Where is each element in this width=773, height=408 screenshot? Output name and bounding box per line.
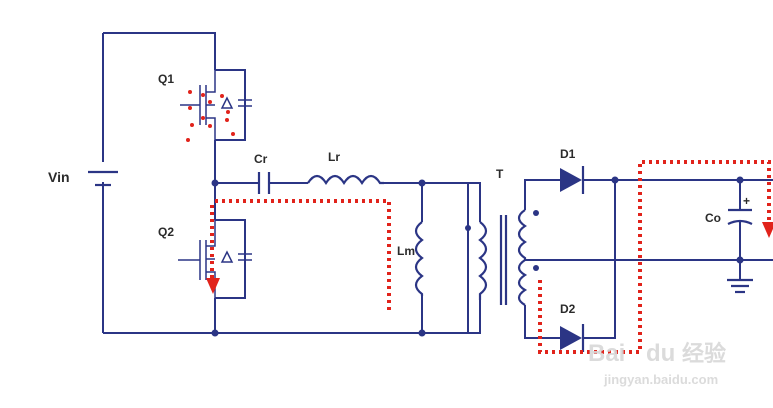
q1-cap (238, 99, 252, 107)
secondary-winding-bottom (517, 259, 528, 306)
secondary-bottom-wire (524, 305, 560, 339)
secondary-top-wire (524, 179, 560, 210)
primary-loop-arrow (206, 278, 220, 294)
primary-winding (478, 221, 488, 300)
q1-mosfet: Q1 (158, 69, 252, 142)
q2-diode (220, 250, 234, 263)
ground-symbol (727, 278, 753, 294)
lr-coils (307, 174, 384, 186)
q1-current-marker (186, 90, 235, 142)
d2-output-wire (582, 180, 616, 339)
watermark: Bai du 经验 jingyan.baidu.com (588, 340, 726, 387)
d1-triangle (560, 168, 582, 192)
d1-label: D1 (560, 147, 576, 161)
lr-label: Lr (328, 150, 340, 164)
secondary-top-polarity-dot (533, 210, 539, 216)
transformer: T (465, 167, 539, 306)
wiring (102, 32, 773, 339)
q2-label: Q2 (158, 225, 174, 239)
secondary-bottom-polarity-dot (533, 265, 539, 271)
cr-label: Cr (254, 152, 268, 166)
watermark-cn: 经验 (682, 341, 726, 366)
watermark-brand: Bai (588, 340, 625, 367)
q1-body-diode-loop (215, 69, 246, 141)
q1-diode (220, 96, 234, 109)
co-capacitor: + Co (705, 194, 753, 225)
d2-label: D2 (560, 302, 576, 316)
lr-to-primary-wire (384, 182, 469, 334)
d2-triangle (560, 326, 582, 350)
svg-text:+: + (743, 194, 750, 208)
d2-diode: D2 (560, 302, 585, 352)
watermark-brand-2: du (646, 340, 675, 367)
q2-cap (238, 253, 252, 261)
vin-battery: Vin (48, 150, 121, 200)
primary-loop-top-right (215, 199, 391, 310)
top-rail-wire (103, 32, 216, 70)
secondary-loop (538, 160, 771, 354)
co-curved-plate (727, 219, 753, 225)
lm-inductor: Lm (397, 221, 424, 296)
junction-dots (211, 176, 744, 337)
watermark-url: jingyan.baidu.com (603, 372, 718, 387)
d1-diode: D1 (560, 147, 585, 194)
current-flow-paths (206, 160, 773, 354)
vin-label: Vin (48, 169, 70, 185)
primary-polarity-dot (465, 225, 471, 231)
q2-body-diode-loop (215, 219, 246, 299)
q1-label: Q1 (158, 72, 174, 86)
cr-capacitor: Cr (254, 152, 271, 194)
co-label: Co (705, 211, 721, 225)
lm-label: Lm (397, 244, 415, 258)
q2-mosfet: Q2 (158, 219, 252, 299)
primary-bottom-wire (468, 300, 481, 334)
lm-coils (414, 221, 424, 296)
secondary-loop-arrow (762, 222, 773, 238)
t-label: T (496, 167, 504, 181)
secondary-winding-top (517, 209, 527, 260)
primary-top-wire (468, 182, 481, 222)
lr-inductor: Lr (307, 150, 384, 186)
q1-channel (199, 70, 216, 140)
